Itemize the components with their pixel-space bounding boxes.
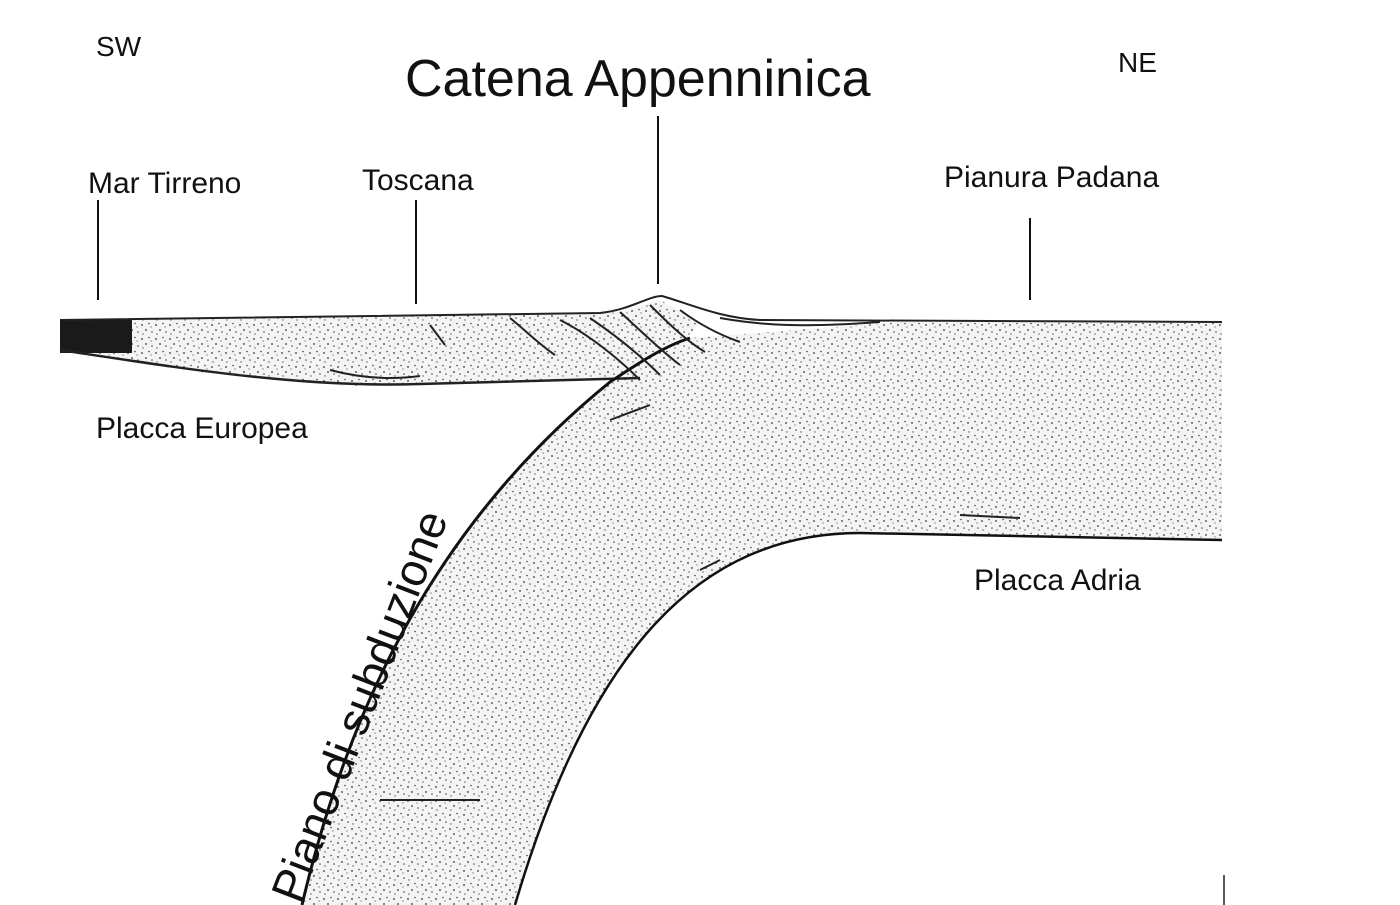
label-placca-europea: Placca Europea xyxy=(96,412,308,445)
european-plate-base xyxy=(59,348,641,386)
subduction-plane-line xyxy=(300,336,691,905)
label-pianura-padana: Pianura Padana xyxy=(944,161,1159,194)
adria-plate-body xyxy=(302,322,1222,905)
european-plate-body xyxy=(60,300,700,386)
label-mar-tirreno: Mar Tirreno xyxy=(88,167,241,200)
title-catena-appenninica: Catena Appenninica xyxy=(405,50,871,108)
direction-sw: SW xyxy=(96,31,142,62)
direction-ne: NE xyxy=(1118,47,1157,78)
thrust-faults xyxy=(329,304,1021,801)
label-toscana: Toscana xyxy=(362,164,474,197)
tyrrhenian-block xyxy=(60,319,132,353)
surface-line xyxy=(59,294,1223,323)
label-placca-adria: Placca Adria xyxy=(974,564,1141,597)
adria-plate-base xyxy=(513,531,1223,905)
